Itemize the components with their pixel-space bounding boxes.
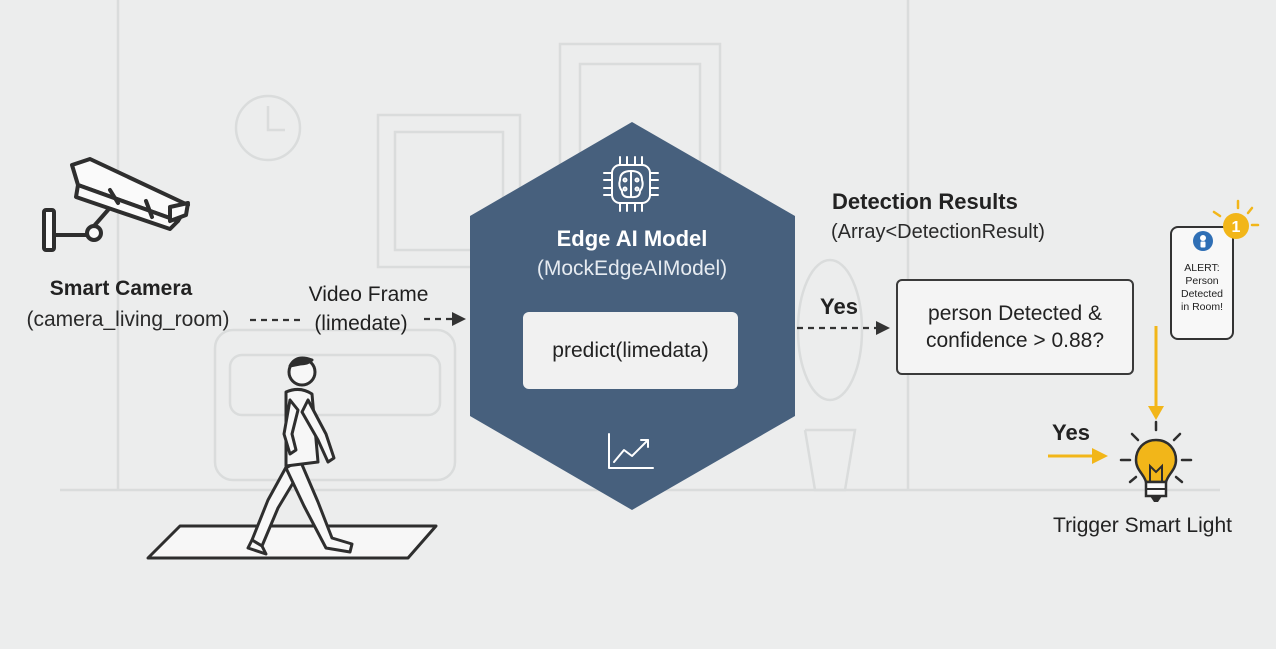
decision-yes-label: Yes: [820, 294, 858, 319]
detection-condition-box: person Detected & confidence > 0.88?: [896, 279, 1134, 375]
trigger-smart-light-label: Trigger Smart Light: [1053, 514, 1232, 537]
arrowhead-to-light-down: [1148, 406, 1164, 420]
notification-bell-icon: 1: [1212, 199, 1260, 239]
condition-line-1: person Detected &: [928, 302, 1102, 325]
condition-line-2: confidence > 0.88?: [925, 329, 1105, 352]
detection-results-type: (Array<DetectionResult): [831, 221, 1045, 243]
arrowhead-to-light-right: [1092, 448, 1108, 464]
trend-chart-icon: [608, 433, 654, 469]
ai-chip-icon: [603, 156, 659, 212]
alert-line-2: Person: [1185, 275, 1219, 287]
light-bulb-icon: [1119, 420, 1193, 502]
video-frame-label: Video Frame: [308, 283, 429, 306]
alert-line-3: Detected: [1180, 288, 1224, 300]
predict-method-box: predict(limedata): [523, 312, 738, 389]
action-yes-label: Yes: [1052, 420, 1090, 445]
phone-alert-text: ALERT: Person Detected in Room!: [1174, 262, 1230, 314]
model-title: Edge AI Model: [556, 226, 708, 251]
arrowhead-to-model: [452, 312, 466, 326]
notification-badge-count: 1: [1232, 219, 1241, 236]
user-avatar-icon: [1193, 231, 1213, 251]
detection-results-title: Detection Results: [832, 189, 1018, 214]
camera-subtitle: (camera_living_room): [26, 308, 230, 331]
smartphone-icon: [1170, 226, 1234, 340]
model-subtitle: (MockEdgeAIModel): [536, 257, 728, 280]
alert-line-1: ALERT:: [1184, 262, 1220, 274]
security-camera-icon: [42, 157, 190, 252]
arrowhead-to-decision: [876, 321, 890, 335]
walking-person-icon: [146, 356, 438, 560]
video-frame-type: (limedate): [314, 312, 408, 335]
alert-line-4: in Room!: [1180, 301, 1223, 313]
camera-title: Smart Camera: [49, 277, 193, 300]
